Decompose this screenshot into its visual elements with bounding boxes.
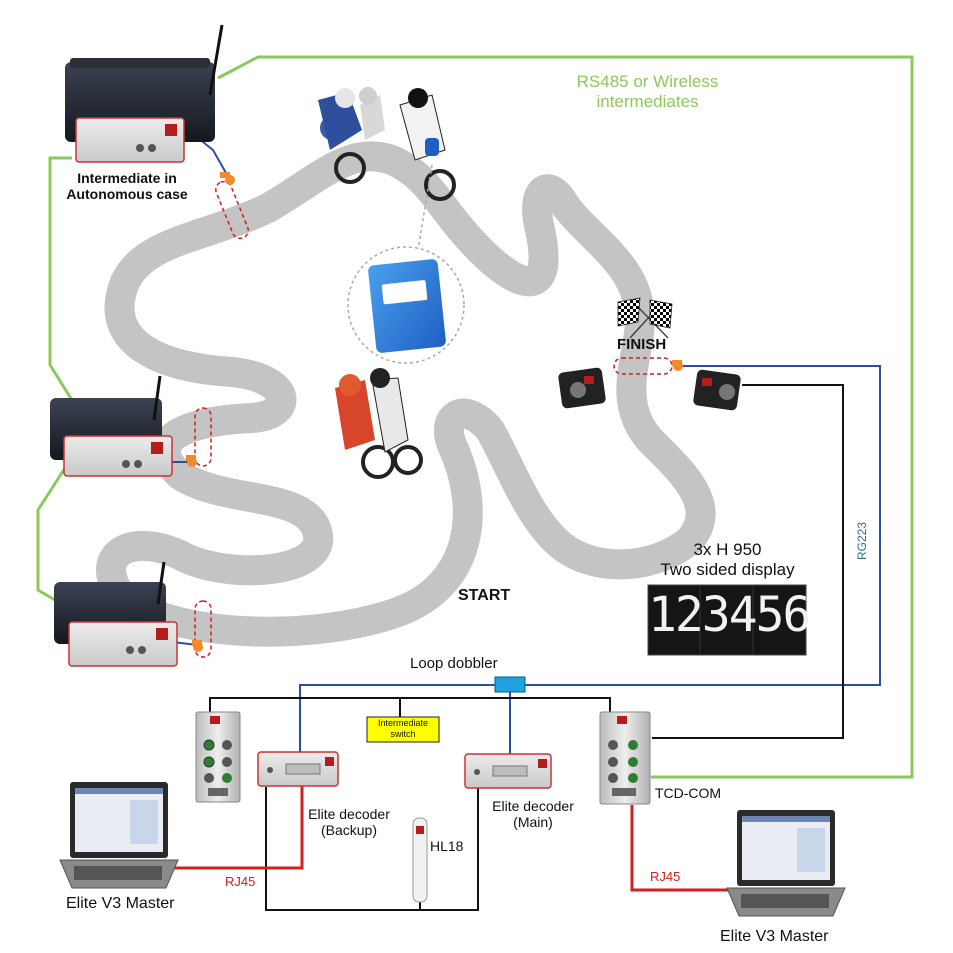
loop-antennas (194, 180, 673, 658)
master-left-label: Elite V3 Master (66, 895, 175, 912)
tcd-com-right (599, 711, 651, 805)
intermediate-autonomous-label: Intermediate in Autonomous case (52, 170, 202, 202)
black-cables (209, 384, 844, 911)
decoder-main-line1: Elite decoder (492, 798, 574, 814)
rs485-label-line1: RS485 or Wireless (576, 72, 719, 91)
tcd-com-label: TCD-COM (655, 785, 722, 801)
loop-dobbler-label: Loop dobbler (410, 655, 498, 672)
decoder-backup-line2: (Backup) (320, 822, 378, 839)
rj45-cables (165, 780, 735, 892)
rj45-right-label: RJ45 (650, 869, 681, 884)
laptop-left (59, 782, 179, 889)
transponder-zoom (347, 164, 465, 364)
h950-display (647, 584, 807, 656)
race-track (96, 141, 716, 647)
intermediate-switch-box (366, 716, 440, 743)
blue-cables (159, 137, 881, 760)
intermediate-case-bottom (54, 561, 178, 667)
rg223-label: RG223 (855, 521, 869, 560)
laptop-right (726, 810, 846, 917)
start-label: START (458, 587, 511, 604)
intermediate-autonomous-line2: Autonomous case (66, 186, 188, 203)
finish-flags (617, 297, 673, 339)
display-digits: 123456 (648, 587, 811, 643)
intermediate-switch-label: Intermediate switch (367, 718, 439, 740)
intermediate-autonomous-line1: Intermediate in (77, 170, 177, 186)
decoder-backup-label: Elite decoder (Backup) (294, 806, 404, 838)
photocell-right (693, 369, 741, 411)
elite-decoder-backup (257, 751, 339, 787)
finish-label: FINISH (617, 336, 667, 353)
hl18-label: HL18 (430, 838, 464, 854)
master-right-label: Elite V3 Master (720, 928, 829, 945)
display-title: 3x H 950 Two sided display (645, 540, 810, 579)
rs485-label: RS485 or Wireless intermediates (565, 72, 730, 111)
intermediate-switch-line2: switch (390, 728, 416, 739)
intermediate-case-top (65, 24, 224, 163)
intermediate-switch-line1: Intermediate (377, 718, 429, 728)
loop-connectors (186, 172, 683, 652)
elite-decoder-main (464, 753, 552, 789)
hl18-handswitch (412, 817, 428, 903)
tcd-com-left (195, 711, 241, 803)
photocell-left (558, 367, 606, 409)
decoder-main-line2: (Main) (513, 814, 553, 831)
riders-middle (335, 368, 423, 479)
decoder-backup-line1: Elite decoder (308, 806, 390, 822)
rs485-links (36, 55, 914, 779)
display-title-line1: 3x H 950 (693, 540, 762, 559)
loop-dobbler-box (494, 676, 526, 693)
intermediate-case-middle (50, 375, 173, 477)
rj45-left-label: RJ45 (225, 874, 256, 889)
riders-top (318, 87, 456, 201)
display-title-line2: Two sided display (660, 559, 795, 579)
rs485-label-line2: intermediates (596, 91, 699, 111)
decoder-main-label: Elite decoder (Main) (478, 798, 588, 830)
